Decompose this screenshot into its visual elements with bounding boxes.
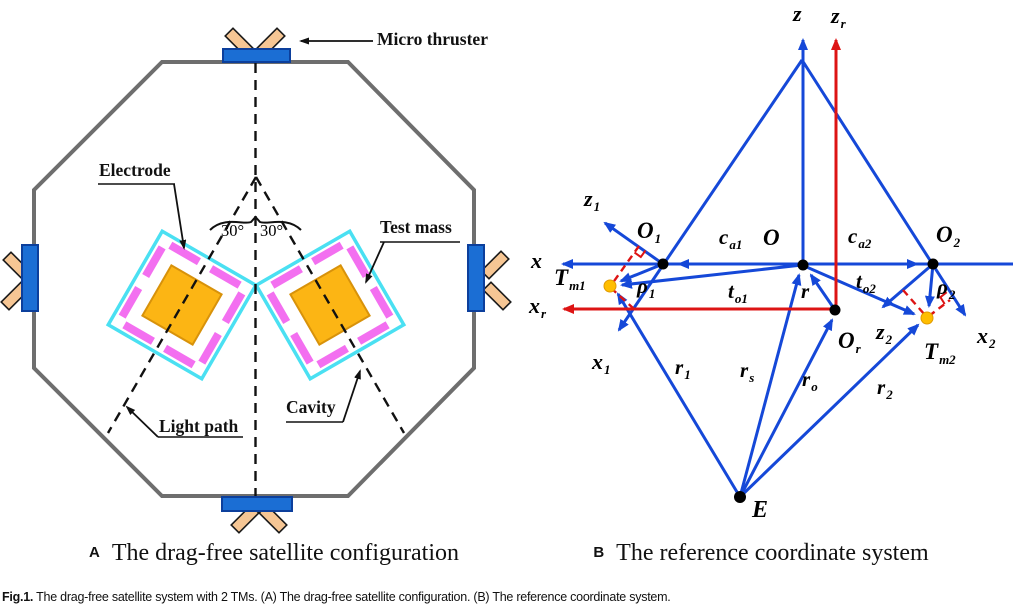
label-to1: to1 — [728, 279, 748, 306]
point-Tm2 — [920, 311, 934, 325]
label-r1: r1 — [675, 355, 691, 382]
frame-origin-points — [657, 258, 939, 503]
label-O1: O1 — [637, 218, 662, 246]
leader-cavity — [342, 369, 361, 423]
label-z2-axis: z2 — [876, 319, 893, 347]
vector-r1 — [616, 292, 742, 498]
test-mass-points — [603, 279, 934, 325]
label-x-axis: x — [531, 248, 542, 273]
projection-dashes — [610, 245, 951, 317]
point-Tm1 — [603, 279, 617, 293]
label-light-path: Light path — [159, 416, 239, 436]
red-reference-axes — [562, 38, 841, 314]
annotation-underlines — [98, 183, 460, 438]
label-xr-axis: xr — [529, 293, 547, 321]
label-rho2: ρ2 — [937, 275, 956, 302]
vector-ro — [738, 318, 834, 498]
vector-z2-axis — [881, 262, 934, 309]
projection-tm2-z2 — [902, 289, 926, 316]
thruster-nozzle — [482, 281, 512, 311]
panel-a-graphics — [0, 27, 512, 534]
angle-brace — [209, 215, 302, 231]
light-path-dashed-left — [106, 176, 258, 434]
label-Tm2: Tm2 — [924, 339, 956, 367]
label-Tm1: Tm1 — [554, 265, 586, 293]
vector-to1 — [620, 263, 803, 289]
projection-tm2-x2 — [928, 299, 951, 317]
vector-x2-axis — [800, 59, 967, 317]
figure-caption: Fig.1. The drag-free satellite system wi… — [2, 590, 1022, 605]
thruster-block — [467, 244, 485, 312]
right-angle-mark-2 — [939, 291, 948, 305]
projection-tm1-x1 — [610, 287, 634, 309]
micro-thruster-left — [0, 244, 39, 312]
panel-b-letter: B — [593, 544, 605, 561]
micro-thruster-right — [467, 244, 512, 312]
label-O2: O2 — [936, 222, 961, 250]
vector-rs — [738, 273, 802, 498]
label-test-mass: Test mass — [380, 217, 452, 237]
annotation-leaders — [125, 37, 385, 438]
label-z-axis: z — [793, 1, 802, 26]
label-r2: r2 — [877, 375, 893, 402]
label-micro-thruster: Micro thruster — [377, 29, 488, 49]
vector-rho2 — [924, 263, 935, 308]
panel-a-caption-text: The drag-free satellite configuration — [111, 540, 459, 566]
micro-thruster-bottom — [221, 496, 293, 534]
label-electrode: Electrode — [99, 160, 171, 180]
label-cavity: Cavity — [286, 397, 336, 417]
label-z1-axis: z1 — [584, 186, 601, 214]
vector-r — [809, 273, 837, 311]
vector-rho1 — [619, 262, 664, 283]
vector-z1-axis — [603, 221, 664, 266]
label-Or: Or — [838, 328, 861, 356]
vector-r2 — [738, 323, 920, 499]
projection-tm1-z1 — [611, 245, 640, 285]
thruster-nozzle — [480, 250, 510, 280]
label-E: E — [752, 497, 769, 523]
leader-electrode — [173, 183, 187, 250]
right-angle-marks — [633, 249, 948, 305]
micro-thruster-top — [222, 27, 291, 63]
label-to2: to2 — [856, 269, 876, 296]
label-x2-axis: x2 — [977, 323, 996, 351]
point-E — [734, 491, 746, 503]
label-angle-right: 30° — [260, 221, 284, 240]
figure-caption-text: The drag-free satellite system with 2 TM… — [33, 590, 671, 604]
figure-caption-prefix: Fig.1. — [2, 590, 34, 604]
leader-test-mass — [365, 241, 385, 284]
vector-x1-axis — [617, 59, 804, 332]
label-x1-axis: x1 — [592, 349, 611, 377]
point-O1 — [657, 258, 669, 270]
right-angle-mark-1 — [633, 249, 647, 259]
label-ca2: ca2 — [848, 224, 872, 251]
light-path-dashed-right — [254, 176, 406, 434]
point-Or — [829, 304, 841, 316]
satellite-octagon-hull — [32, 60, 476, 498]
thruster-block — [221, 496, 293, 512]
panel-b-graphics — [561, 38, 1013, 503]
blue-vectors — [561, 38, 1013, 499]
panel-b-caption: B The reference coordinate system — [516, 541, 1006, 565]
label-zr-axis: zr — [831, 3, 846, 31]
panel-a-letter: A — [88, 544, 100, 561]
label-O: O — [763, 225, 780, 250]
thruster-block — [222, 48, 291, 63]
label-ro: ro — [802, 367, 818, 394]
point-O2 — [927, 258, 939, 270]
label-rs: rs — [740, 358, 755, 385]
label-angle-left: 30° — [221, 221, 245, 240]
label-r: r — [801, 279, 810, 303]
panel-b-caption-text: The reference coordinate system — [616, 540, 929, 566]
leader-light-path — [125, 405, 159, 438]
vector-to2 — [801, 263, 916, 316]
light-path-lines — [106, 63, 406, 496]
point-O — [797, 259, 809, 271]
label-ca1: ca1 — [719, 225, 743, 252]
panel-a-caption: A The drag-free satellite configuration — [18, 541, 530, 565]
thruster-block — [21, 244, 39, 312]
label-rho1: ρ1 — [637, 274, 656, 301]
